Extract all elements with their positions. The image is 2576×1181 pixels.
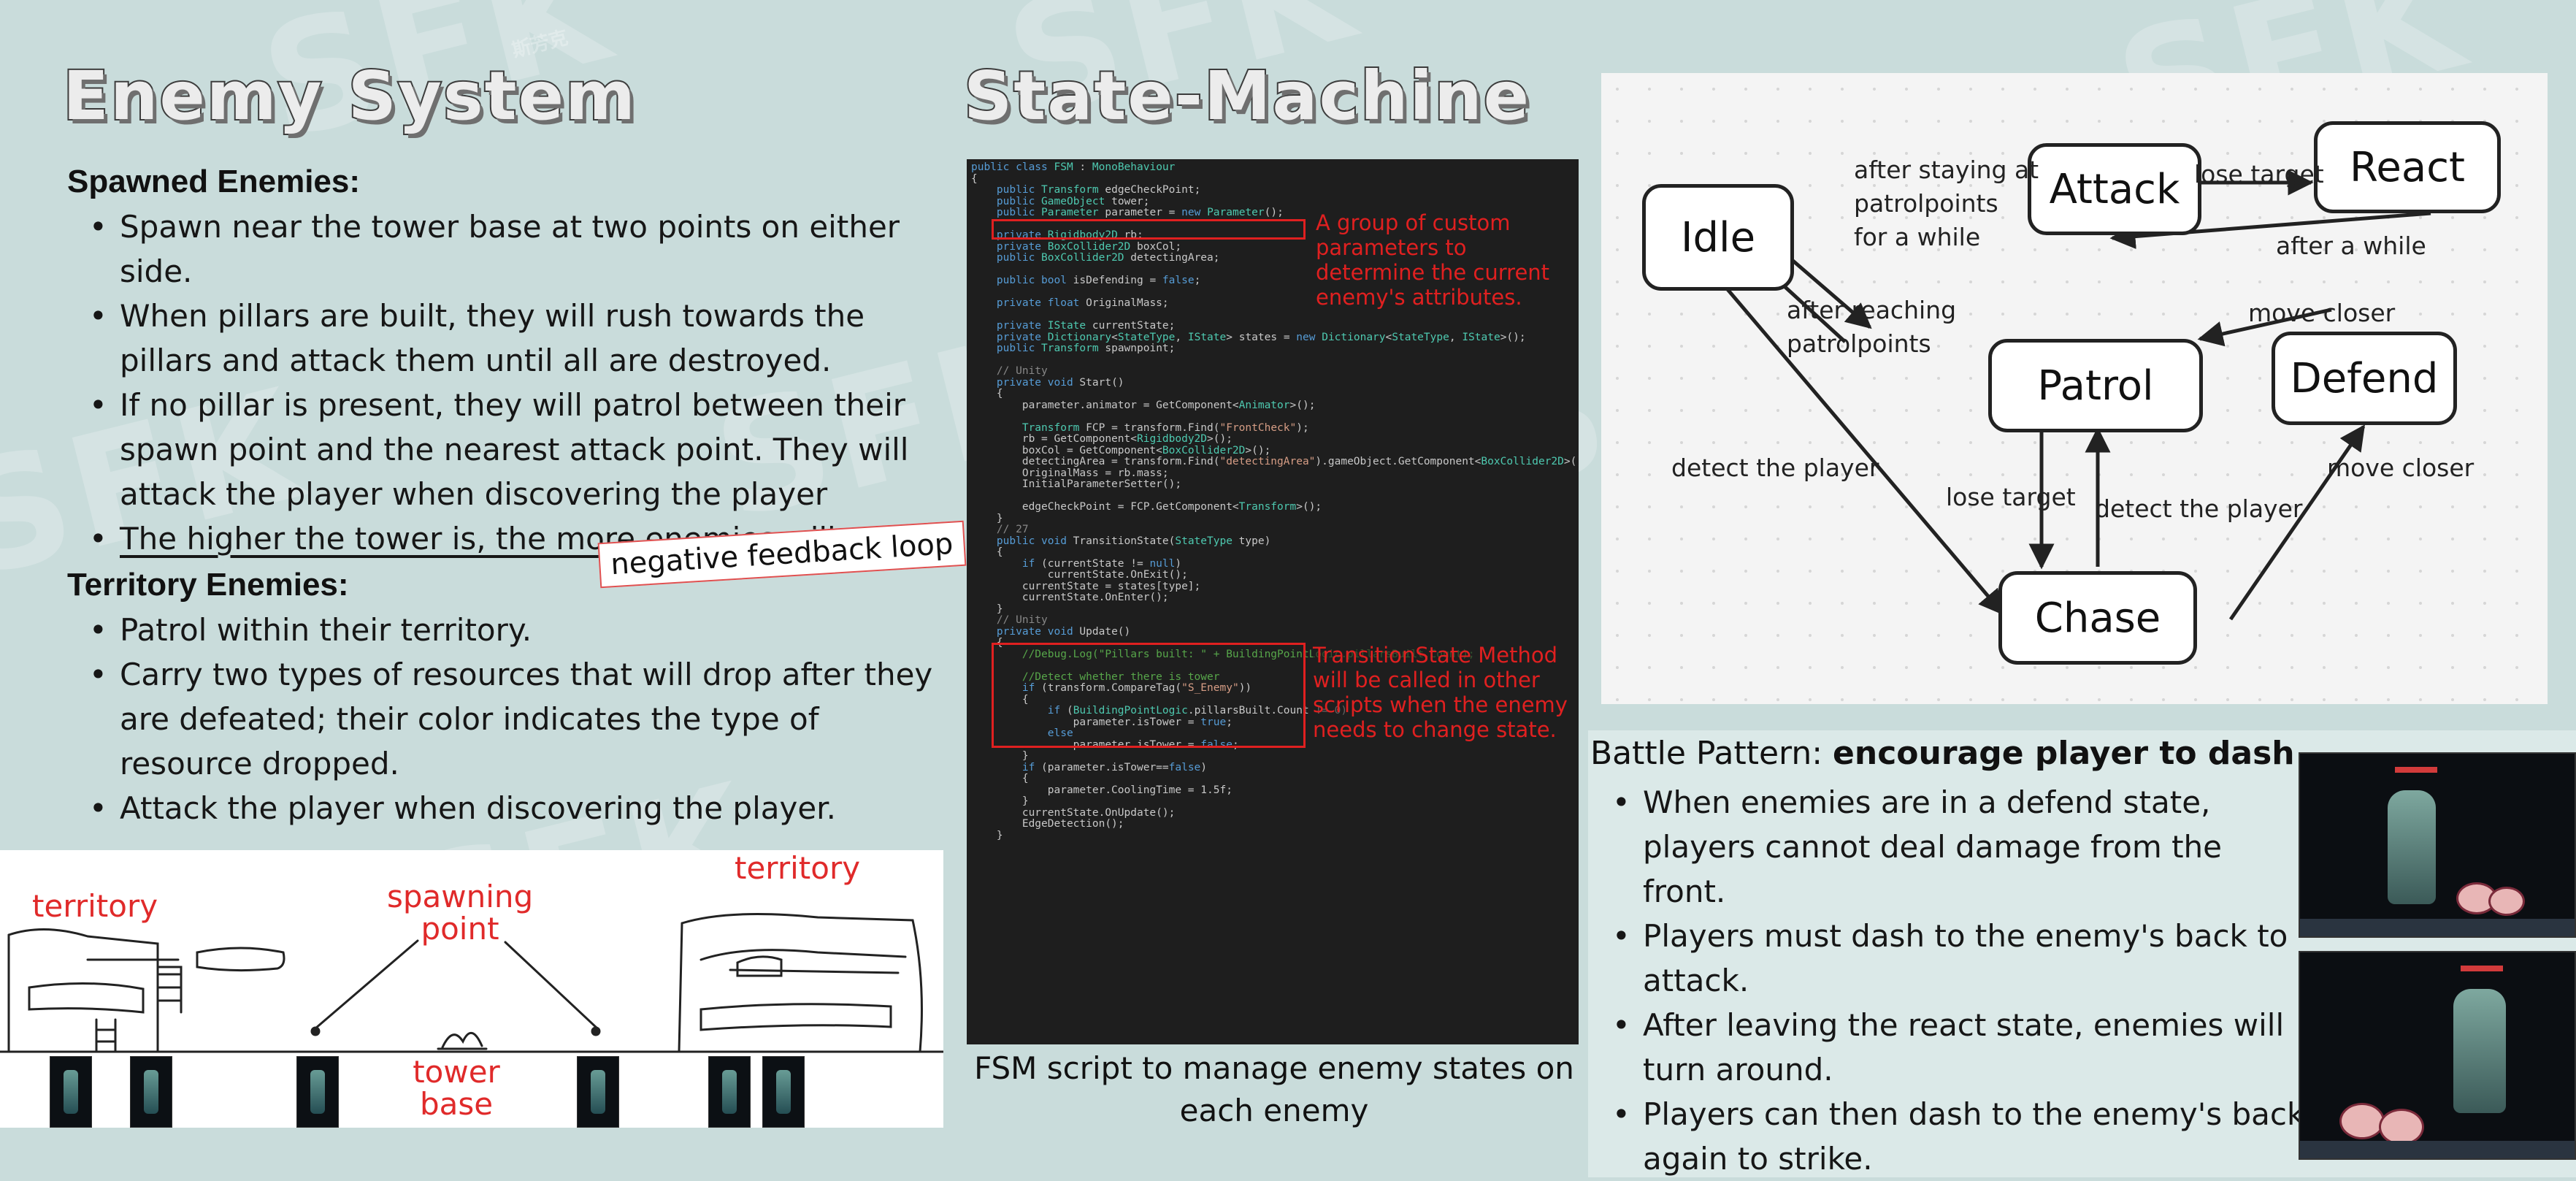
enemy-thumbnail xyxy=(762,1056,805,1128)
battle-bold: encourage player to dash xyxy=(1833,735,2295,772)
parameters-note: A group of custom parameters to determin… xyxy=(1316,210,1571,310)
enemy-thumbnail xyxy=(296,1056,339,1128)
territory-enemies-list: Patrol within their territory. Carry two… xyxy=(67,608,943,830)
list-item: Carry two types of resources that will d… xyxy=(67,652,943,786)
list-item: When enemies are in a defend state, play… xyxy=(1590,780,2313,914)
list-item: Attack the player when discovering the p… xyxy=(67,786,943,830)
enemy-health-bar xyxy=(2395,767,2437,773)
sketch-drawing xyxy=(0,913,943,1053)
state-node-react: React xyxy=(2314,121,2501,213)
list-item: Patrol within their territory. xyxy=(67,608,943,652)
state-node-patrol: Patrol xyxy=(1988,339,2203,432)
enemy-system-title: Enemy System xyxy=(61,56,637,137)
player-sprite xyxy=(2379,1109,2424,1145)
state-diagram: Idle Attack React Patrol Defend Chase af… xyxy=(1601,73,2548,704)
ground xyxy=(2300,919,2575,936)
list-item: If no pillar is present, they will patro… xyxy=(67,383,951,516)
transition-note: TransitionState Method will be called in… xyxy=(1313,643,1576,742)
list-item: Spawn near the tower base at two points … xyxy=(67,205,951,294)
fsm-caption: FSM script to manage enemy states on eac… xyxy=(974,1050,1574,1128)
gameplay-screenshot-react xyxy=(2299,951,2576,1160)
battle-label: Battle Pattern: xyxy=(1590,735,1833,772)
edge-label-lose-target-top: lose target xyxy=(2194,160,2324,188)
tower-base-label: tower base xyxy=(413,1054,500,1122)
edge-label-after-reaching: after reaching patrolpoints xyxy=(1787,296,1957,358)
spawned-enemies-heading: Spawned Enemies: xyxy=(67,164,361,199)
territory-label-left: territory xyxy=(32,888,158,924)
enemy-thumbnail xyxy=(708,1056,751,1128)
list-item: After leaving the react state, enemies w… xyxy=(1590,1003,2313,1092)
battle-pattern-heading: Battle Pattern: encourage player to dash xyxy=(1590,735,2295,772)
fsm-code-screenshot: public class FSM : MonoBehaviour { publi… xyxy=(967,159,1579,1044)
edge-label-detect-left: detect the player xyxy=(1671,454,1879,482)
territory-enemies-heading: Territory Enemies: xyxy=(67,567,349,603)
enemy-thumbnail xyxy=(50,1056,92,1128)
enemy-thumbnail xyxy=(577,1056,619,1128)
edge-label-detect-mid: detect the player xyxy=(2095,494,2303,523)
player-sprite xyxy=(2488,887,2525,916)
state-node-attack: Attack xyxy=(2028,143,2201,235)
parameter-highlight xyxy=(992,219,1306,240)
state-machine-title: State-Machine xyxy=(962,56,1530,137)
spawned-enemies-list: Spawn near the tower base at two points … xyxy=(67,205,951,561)
gameplay-screenshot-defend xyxy=(2299,752,2576,938)
enemy-sprite xyxy=(2388,790,2436,904)
edge-label-after-a-while: after a while xyxy=(2276,232,2426,260)
transition-highlight xyxy=(992,643,1306,748)
edge-label-move-closer-top: move closer xyxy=(2248,299,2396,327)
enemy-health-bar xyxy=(2461,966,2503,971)
battle-pattern-list: When enemies are in a defend state, play… xyxy=(1590,780,2313,1181)
player-sprite xyxy=(2339,1103,2385,1139)
edge-label-lose-target-mid: lose target xyxy=(1946,483,2076,511)
edge-label-move-closer-right: move closer xyxy=(2327,454,2475,482)
state-node-defend: Defend xyxy=(2272,332,2457,425)
level-sketch: territory territory spawning point tower… xyxy=(0,850,943,1128)
enemy-sprite xyxy=(2453,989,2506,1113)
state-node-chase: Chase xyxy=(1998,571,2197,665)
list-item: Players must dash to the enemy's back to… xyxy=(1590,914,2313,1003)
spawning-point-label: spawning point xyxy=(387,879,534,947)
state-node-idle: Idle xyxy=(1642,184,1794,291)
territory-label-right: territory xyxy=(735,850,861,886)
enemy-thumbnail xyxy=(130,1056,172,1128)
list-item: When pillars are built, they will rush t… xyxy=(67,294,951,383)
edge-label-staying: after staying at patrolpoints for a whil… xyxy=(1854,156,2039,251)
list-item: Players can then dash to the enemy's bac… xyxy=(1590,1092,2313,1181)
ground xyxy=(2300,1141,2575,1158)
